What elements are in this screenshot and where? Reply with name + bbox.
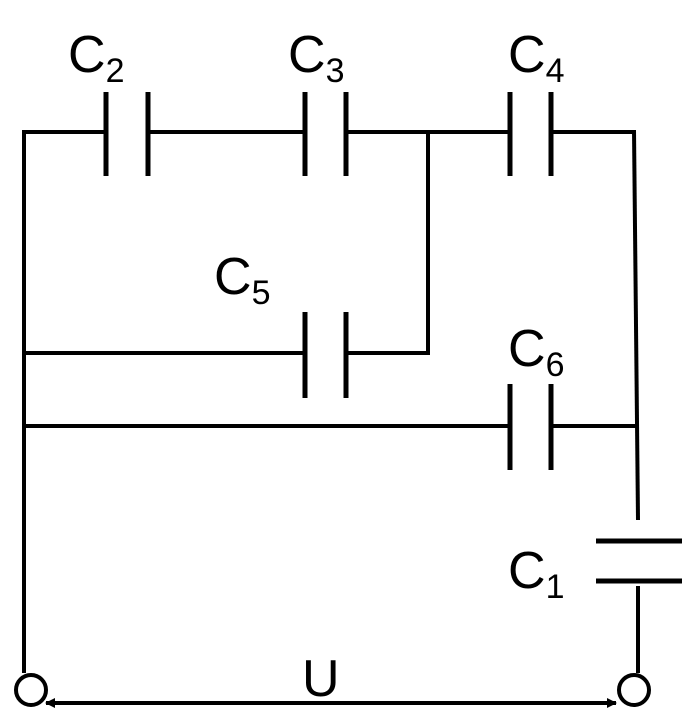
- label-c1: C1: [508, 542, 564, 606]
- label-c6: C6: [508, 320, 564, 384]
- capacitor-c2: [103, 92, 151, 176]
- capacitor-c5: [302, 312, 349, 398]
- label-c3: C3: [288, 26, 344, 90]
- voltage-label: U: [302, 650, 340, 708]
- terminal-left[interactable]: [14, 673, 48, 707]
- capacitor-c3: [302, 92, 349, 176]
- label-c4: C4: [508, 26, 564, 90]
- capacitor-c1: [596, 538, 682, 584]
- label-c2: C2: [68, 26, 124, 90]
- right-rail-wire-upper: [632, 129, 640, 521]
- capacitor-c4: [507, 92, 554, 176]
- capacitor-c6: [507, 384, 554, 470]
- label-c5: C5: [214, 248, 270, 312]
- terminal-right[interactable]: [617, 673, 651, 707]
